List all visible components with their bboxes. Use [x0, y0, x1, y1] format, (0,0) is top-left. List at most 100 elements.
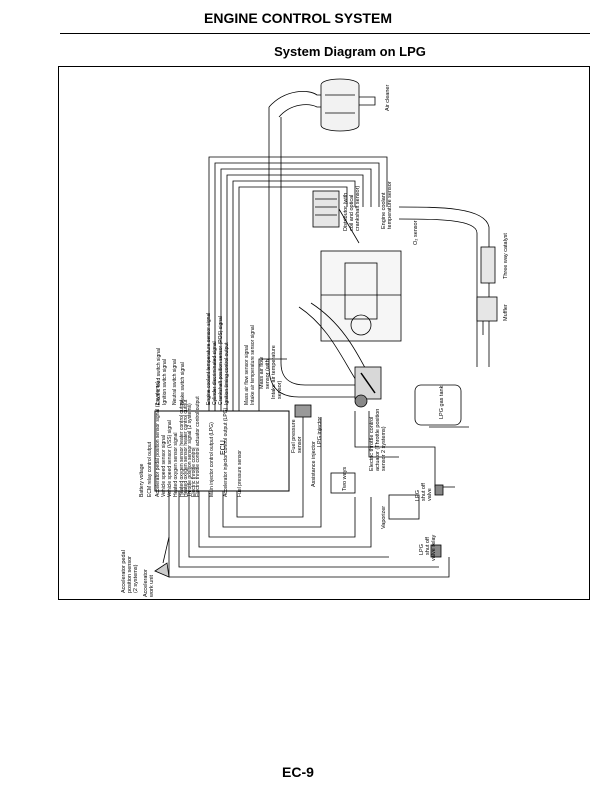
- wire-lower-e: [208, 491, 356, 538]
- vaporizer-shape: [388, 494, 420, 520]
- ecu-shape: [154, 410, 290, 492]
- air-cleaner-label: Air cleaner: [385, 85, 391, 111]
- distributor-label-2: coil and optical: [349, 195, 355, 231]
- intake-manifold-a: [298, 306, 360, 386]
- upper-signal-labels: Electric load switch signal Ignition swi…: [156, 313, 256, 405]
- lpg-relay-label-1: LPG: [419, 544, 425, 555]
- coolant-sensor-label-2: temperature sensor: [387, 181, 393, 229]
- system-diagram: Electric load switch signal Ignition swi…: [121, 78, 509, 598]
- catalyst-label: Three way catalyst: [503, 233, 509, 279]
- signal-etc-aux: Electric throttle control: [191, 448, 197, 497]
- signal-cylinder-disc: Cylinder discriminated signal: [212, 341, 218, 405]
- page-number: EC-9: [282, 764, 314, 780]
- header-rule: [60, 33, 590, 34]
- signal-crankshaft-pos: Crankshaft position sensor (POS) signal: [218, 316, 224, 405]
- signal-battery-voltage: Battery voltage: [139, 463, 145, 497]
- signal-vss-aux: Vehicle speed sensor signal: [161, 435, 167, 497]
- lpg-tank-label: LPG gas tank: [439, 385, 445, 419]
- signal-ho2s-heater-aux: Heated oxygen sensor heater control outp…: [183, 399, 189, 497]
- wire-bundle-e: [232, 180, 356, 411]
- accel-work-label-2: work unit: [149, 575, 155, 598]
- maf-label-2: sensor (with: [265, 359, 271, 389]
- page-header-title: ENGINE CONTROL SYSTEM: [204, 10, 392, 26]
- wire-bundle-a: [208, 156, 388, 411]
- accel-pedal-label-3: (2 systems): [133, 564, 139, 593]
- wire-bundle-d: [226, 174, 364, 411]
- wire-lower-f: [222, 417, 322, 528]
- accel-pedal-label-1: Accelerator pedal: [121, 550, 127, 593]
- lpg-relay-label-3: valve relay: [431, 534, 437, 561]
- signal-etc: Electric throttle control actuator contr…: [195, 396, 201, 497]
- signal-tps: Throttle position sensor signal (2 syste…: [187, 403, 193, 497]
- catalyst-shape: [480, 246, 496, 284]
- throttle-label-3: sensor 2 systems): [381, 426, 387, 471]
- o2-sensor-label: O₂ sensor: [413, 220, 419, 245]
- assistance-injector-shape: [330, 472, 356, 494]
- maf-label-3: Intake air temperature: [271, 345, 277, 399]
- lower-signal-labels: Battery voltage ECM relay control output…: [139, 381, 243, 497]
- muffler-shape: [476, 296, 498, 335]
- signal-brake-switch: Brake switch signal: [180, 362, 186, 405]
- fuel-pressure-label-1: Fuel pressure: [291, 419, 297, 453]
- throttle-label-2: actuator (Throttle position: [375, 409, 381, 471]
- wire-lower-d: [198, 491, 372, 548]
- maf-label-1: Mass air flow: [259, 357, 265, 389]
- accelerator-pedal-shape: [154, 536, 170, 578]
- signal-accel-pedal: Accelerator pedal position sensor signal…: [155, 381, 161, 497]
- wire-maf: [258, 358, 287, 411]
- signal-coolant-temp: Engine coolant temperature sensor signal: [206, 313, 212, 405]
- section-title: System Diagram on LPG: [274, 44, 426, 59]
- exhaust-pipe-top-b: [398, 218, 478, 367]
- lpg-relay-label-2: shut off: [425, 537, 431, 555]
- throttle-body-shape: [354, 366, 382, 408]
- lpg-line-2: [368, 411, 399, 458]
- exhaust-pipe-top-a: [398, 206, 490, 367]
- lpg-tank-shape: [414, 384, 462, 426]
- lpg-valve-shape: [434, 484, 444, 496]
- signal-fuel-pressure: Fuel pressure sensor: [237, 450, 243, 497]
- signal-vss: Vehicle speed sensor (VSS) signal: [167, 420, 173, 497]
- vaporizer-label: Vaporizer: [381, 506, 387, 529]
- signal-ho2s-heater: Heated oxygen sensor heater control outp…: [179, 399, 185, 497]
- two-ways-label: Two ways: [342, 467, 348, 491]
- throttle-label-1: Electric throttle control: [369, 417, 375, 471]
- signal-main-injector: Main injector control output (LPG): [209, 422, 215, 497]
- muffler-label: Muffler: [503, 304, 509, 321]
- signal-iat: Intake air temperature sensor signal: [250, 325, 256, 405]
- wire-bundle-f: [238, 186, 348, 411]
- wire-lower-a: [168, 491, 450, 578]
- assistance-injector-label: Assistance injector: [311, 441, 317, 487]
- lpg-valve-label-3: valve: [427, 488, 433, 501]
- signal-accel-injector: Accelerator injector control output (LPG…: [223, 407, 229, 497]
- wire-lower-b: [178, 491, 439, 568]
- distributor-label-3: crankshaft sensor): [355, 186, 361, 231]
- intake-pipe-left-a: [268, 107, 359, 398]
- distributor-shape: [312, 190, 360, 244]
- lpg-injector-label: LPG injector: [317, 417, 323, 447]
- fuel-pressure-sensor-shape: [294, 404, 312, 418]
- engine-block-shape: [320, 250, 402, 342]
- diagram-frame: Electric load switch signal Ignition swi…: [58, 66, 590, 600]
- accel-pedal-label-2: position sensor: [127, 556, 133, 593]
- wire-bundle-c: [220, 168, 372, 411]
- signal-neutral-switch: Neutral switch signal: [172, 359, 178, 405]
- signal-maf: Mass air flow sensor signal: [244, 345, 250, 405]
- signal-ho2s: Heated oxygen sensor signal: [173, 433, 179, 498]
- air-cleaner-shape: [320, 78, 376, 132]
- accel-work-label-1: Accelerator: [143, 569, 149, 597]
- intake-duct-outer: [268, 91, 349, 108]
- wire-lower-c: [188, 491, 389, 558]
- distributor-label-1: Distributor (with: [343, 193, 349, 231]
- coolant-sensor-label-1: Engine coolant: [381, 192, 387, 229]
- signal-ignition-timing: Ignition timing control output: [224, 342, 230, 405]
- intake-pipe-left-b: [280, 117, 359, 386]
- lpg-relay-shape: [430, 544, 442, 558]
- signal-electric-load: Electric load switch signal: [156, 348, 162, 405]
- wire-bundle-b: [214, 162, 380, 411]
- signal-ignition-switch: Ignition switch signal: [162, 359, 168, 405]
- fuel-pressure-label-2: sensor: [297, 436, 303, 453]
- signal-ecm-relay: ECM relay control output: [147, 441, 153, 497]
- intake-duct-inner: [278, 104, 349, 118]
- lpg-valve-label-1: LPG: [415, 490, 421, 501]
- lpg-valve-label-2: shut off: [421, 483, 427, 501]
